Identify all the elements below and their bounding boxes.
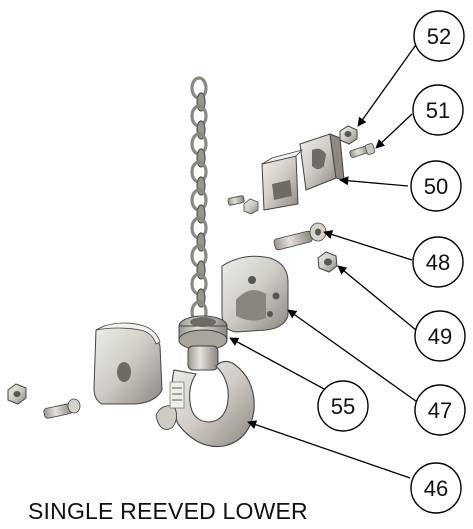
- leader-46: [247, 420, 411, 479]
- callout-46: 46: [410, 462, 462, 514]
- block-half-icon: [221, 255, 289, 333]
- callout-52: 52: [413, 10, 465, 62]
- bolt-icon: [43, 398, 81, 419]
- bracket-icon: [261, 133, 345, 211]
- nut-icon: [339, 125, 358, 145]
- callout-label-48: 48: [426, 250, 450, 275]
- callout-49: 49: [414, 310, 466, 362]
- leader-48: [323, 230, 413, 261]
- callout-label-49: 49: [428, 324, 452, 349]
- callout-55: 55: [317, 380, 369, 432]
- callout-label-55: 55: [331, 394, 355, 419]
- hook-icon: [155, 345, 255, 448]
- block-half-icon: [93, 322, 163, 405]
- callout-label-47: 47: [428, 398, 452, 423]
- diagram-caption: SINGLE REEVED LOWER: [28, 498, 308, 524]
- leader-49: [337, 265, 417, 331]
- leader-50: [339, 176, 409, 187]
- callout-50: 50: [410, 160, 462, 212]
- thrust-bearing-icon: [178, 315, 228, 351]
- load-chain-icon: [190, 76, 208, 324]
- callout-48: 48: [412, 236, 464, 288]
- bolt-icon: [227, 195, 259, 215]
- leader-47: [287, 309, 421, 405]
- nut-icon: [317, 251, 338, 273]
- callout-51: 51: [412, 84, 464, 136]
- bolt-icon: [349, 143, 376, 158]
- leader-52: [357, 41, 419, 127]
- callout-label-52: 52: [427, 24, 451, 49]
- callout-label-50: 50: [424, 174, 448, 199]
- leader-51: [375, 113, 413, 149]
- leader-55: [229, 337, 327, 391]
- callout-47: 47: [414, 384, 466, 436]
- nut-icon: [7, 383, 27, 405]
- bolt-icon: [273, 222, 327, 251]
- leader-lines: [229, 41, 421, 479]
- callout-label-51: 51: [426, 98, 450, 123]
- callout-label-46: 46: [424, 476, 448, 501]
